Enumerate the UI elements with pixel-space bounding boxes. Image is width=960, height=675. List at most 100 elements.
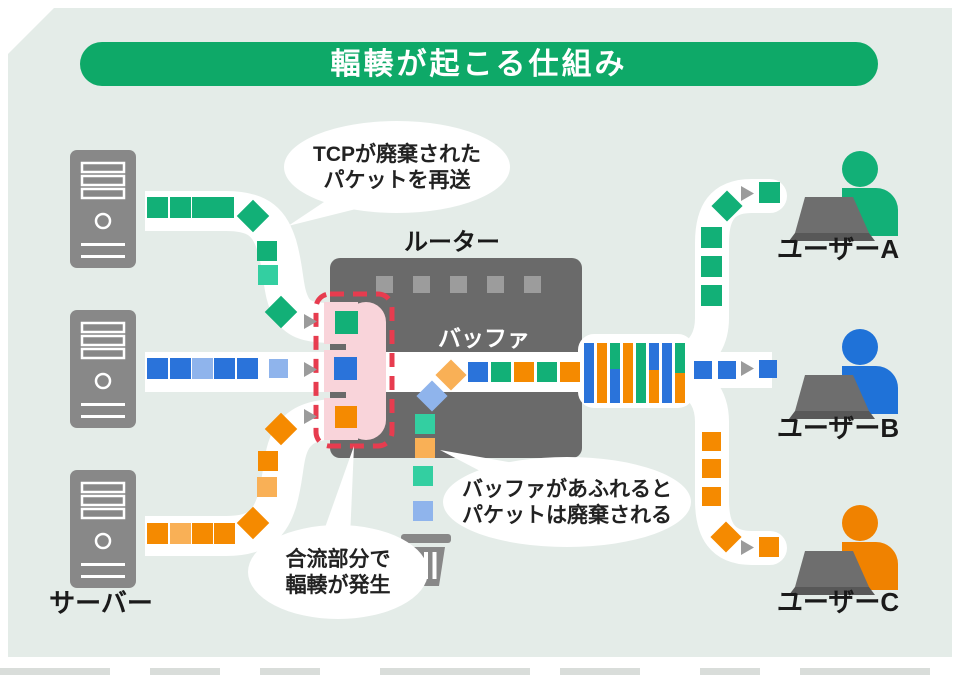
- server-slot: [80, 174, 126, 187]
- packet-square: [192, 358, 213, 379]
- laptop-base: [789, 587, 875, 595]
- flow-arrow-icon: [304, 409, 317, 424]
- packet-square: [170, 358, 191, 379]
- packet-square: [701, 227, 722, 248]
- laptop-icon: [795, 551, 869, 587]
- laptop-base: [789, 411, 875, 419]
- packet-diamond: [435, 359, 467, 391]
- callout-bubble: [284, 121, 510, 213]
- user-b-icon: [789, 329, 898, 419]
- queued-packet-bar: [675, 373, 685, 403]
- queued-packet-bar: [636, 343, 646, 403]
- packet-square: [335, 406, 357, 428]
- server-slot: [80, 321, 126, 334]
- packet-square: [170, 197, 191, 218]
- packet-square: [335, 311, 358, 334]
- user-head: [842, 505, 878, 541]
- packet-square: [213, 197, 234, 218]
- queued-packet-bar: [675, 343, 685, 373]
- queued-packet-bar: [623, 343, 633, 403]
- server-slot: [80, 481, 126, 494]
- packet-square: [468, 362, 488, 382]
- user-head: [842, 151, 878, 187]
- server-slot: [80, 161, 126, 174]
- packet-square: [537, 362, 557, 382]
- server-led: [94, 532, 112, 550]
- packets-layer: [147, 182, 780, 557]
- flow-arrow-icon: [304, 362, 317, 377]
- packet-square: [491, 362, 511, 382]
- flow-arrow-icon: [741, 540, 754, 555]
- packet-diamond: [236, 199, 270, 233]
- packet-square: [415, 414, 435, 434]
- packet-square: [413, 501, 433, 521]
- crop-fragment: [560, 668, 640, 675]
- callout-bubble: [443, 457, 691, 547]
- merge-lobe: [346, 302, 386, 440]
- packet-square: [702, 432, 721, 451]
- queued-packet-bar: [649, 343, 659, 370]
- router-port: [450, 276, 467, 293]
- callout-tail: [322, 446, 354, 538]
- router-port: [413, 276, 430, 293]
- server-slot: [80, 347, 126, 360]
- trash-lid: [401, 534, 451, 543]
- packet-square: [214, 358, 235, 379]
- laptop-base: [789, 233, 875, 241]
- server-slot: [80, 494, 126, 507]
- packet-square: [258, 451, 278, 471]
- packet-square: [759, 537, 779, 557]
- server-tower: [70, 310, 136, 428]
- packet-square: [759, 360, 777, 378]
- page-title: 輻輳が起こる仕組み: [331, 47, 628, 81]
- packet-square: [257, 477, 277, 497]
- packet-square: [718, 361, 736, 379]
- server-led: [94, 372, 112, 390]
- packet-square: [413, 466, 433, 486]
- user-b-label: ユーザーB: [777, 413, 899, 443]
- callout-merge-congestion: 合流部分で 輻輳が発生: [248, 446, 428, 619]
- packet-square: [694, 361, 712, 379]
- packet-square: [237, 358, 258, 379]
- server-icon-2: [70, 310, 136, 428]
- queued-packet-bar: [610, 369, 620, 403]
- packet-square: [170, 523, 191, 544]
- callout-tcp-resend: TCPが廃棄された パケットを再送: [284, 121, 510, 226]
- laptop-icon: [795, 197, 869, 233]
- packet-diamond: [236, 506, 270, 540]
- router-port: [376, 276, 393, 293]
- user-head: [842, 329, 878, 365]
- server-tower: [70, 150, 136, 268]
- server-vent: [81, 243, 125, 246]
- callout-buffer-overflow: バッファがあふれると パケットは廃棄される: [440, 450, 691, 547]
- crop-fragment: [700, 668, 760, 675]
- server-label: サーバー: [49, 588, 153, 618]
- callout-text: TCPが廃棄された: [313, 142, 481, 166]
- packet-diamond: [416, 380, 448, 412]
- packet-square: [415, 438, 435, 458]
- queued-packet-bar: [584, 343, 594, 403]
- crop-fragment: [380, 668, 530, 675]
- crop-fragment: [150, 668, 220, 675]
- packet-square: [192, 197, 213, 218]
- packet-square: [147, 358, 168, 379]
- callout-text: 合流部分で: [286, 547, 391, 571]
- callout-bubble: [248, 525, 428, 619]
- packet-square: [701, 285, 722, 306]
- cropped-content-strip: [0, 668, 930, 675]
- router-port: [524, 276, 541, 293]
- user-a-label: ユーザーA: [777, 234, 899, 264]
- server-led: [94, 212, 112, 230]
- packet-diamond: [264, 295, 298, 329]
- laptop-icon: [795, 375, 869, 411]
- user-c-icon: [789, 505, 898, 595]
- router-port: [487, 276, 504, 293]
- server-vent: [81, 255, 125, 258]
- packet-square: [702, 459, 721, 478]
- packet-square: [759, 182, 780, 203]
- packet-square: [147, 523, 168, 544]
- merge-zone: [324, 302, 386, 440]
- server-icon-3: [70, 470, 136, 588]
- server-vent: [81, 403, 125, 406]
